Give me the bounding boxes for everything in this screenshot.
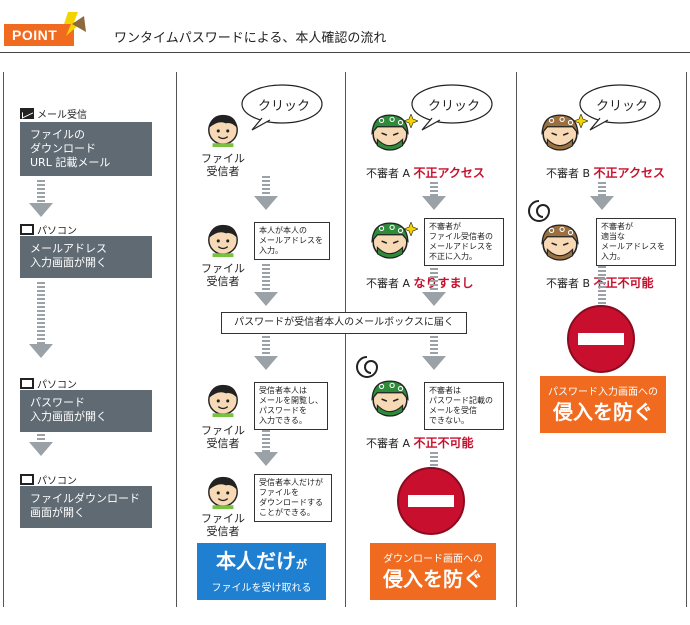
suspect-b-label: 不審者 B 不正不可能 [546,276,654,290]
flow-arrow [254,196,278,210]
flow-arrow [254,292,278,306]
flow-dash [598,182,606,196]
click-label: クリック [428,99,481,114]
flow-arrow [29,442,53,456]
step-box: ファイルダウンロード 画面が開く [20,486,152,528]
explanation-note: 本人が本人の メールアドレスを 入力。 [254,222,330,260]
stop-sign-icon [397,467,465,535]
flow-dash [262,336,270,356]
step-box: メールアドレス 入力画面が開く [20,236,152,278]
result-block-subtitle: ダウンロード画面への [383,554,483,565]
computer-icon [20,473,34,485]
result-block-subtitle: パスワード入力画面への [548,387,658,398]
explanation-note: 受信者本人だけが ファイルを ダウンロードする ことができる。 [254,474,332,522]
flow-arrow [422,196,446,210]
flow-arrow [422,356,446,370]
receiver-icon [208,114,238,148]
flow-dash [37,434,45,442]
receiver-icon [208,476,238,510]
sparkle-icon [574,114,588,128]
column-divider [3,72,4,607]
device-label: パソコン [20,374,77,392]
receiver-icon [208,384,238,418]
status-unauthorized-access: 不正アクセス [593,166,665,180]
receiver-name: ファイル 受信者 [201,512,245,538]
stop-sign-icon [567,305,635,373]
flow-arrow [254,356,278,370]
confused-swirl-icon [356,356,379,378]
point-lightning-icon [64,12,86,36]
sparkle-icon [404,222,418,236]
column-divider [686,72,687,607]
suspect-a-label: 不審者 A なりすまし [366,276,474,290]
click-label: クリック [258,99,311,114]
confused-swirl-icon [528,200,551,222]
result-ok-suffix: が [296,558,307,571]
suspect-a-label: 不審者 A 不正アクセス [366,166,485,180]
password-delivery-banner: パスワードが受信者本人のメールボックスに届く [221,312,467,334]
explanation-note: 不審者が ファイル受信者の メールアドレスを 不正に入力。 [424,218,504,266]
flow-dash [262,264,270,292]
result-block-box: ダウンロード画面への 侵入を防ぐ [370,543,496,600]
result-block-title: 侵入を防ぐ [553,400,653,424]
explanation-note: 受信者本人は メールを開覧し、 パスワードを 入力できる。 [254,382,328,430]
flow-arrow [254,452,278,466]
status-unauthorized-access: 不正アクセス [413,166,485,180]
device-label: パソコン [20,470,77,488]
result-ok-box: 本人だけが ファイルを受け取れる [197,543,326,600]
sparkle-icon [404,114,418,128]
flow-dash [430,452,438,466]
flow-dash [598,266,606,304]
result-block-box: パスワード入力画面への 侵入を防ぐ [540,376,666,433]
page-title: ワンタイムパスワードによる、本人確認の流れ [114,31,387,46]
flow-dash [262,430,270,452]
flow-dash [37,180,45,204]
receiver-icon [208,224,238,258]
flow-dash [430,268,438,292]
flow-arrow [29,203,53,217]
device-label: メール受信 [20,104,87,122]
suspect-a-icon [371,380,409,417]
status-impossible: 不正不可能 [593,276,654,290]
flow-dash [262,176,270,196]
receiver-name: ファイル 受信者 [201,424,245,450]
status-impossible: 不正不可能 [413,436,474,450]
suspect-a-label: 不審者 A 不正不可能 [366,436,474,450]
suspect-b-label: 不審者 B 不正アクセス [546,166,665,180]
flow-dash [430,182,438,196]
column-divider [516,72,517,607]
point-label: POINT [4,24,74,46]
status-impersonation: なりすまし [413,276,474,290]
result-ok-title: 本人だけ [216,549,296,573]
explanation-note: 不審者が 適当な メールアドレスを 入力。 [596,218,676,266]
flow-dash [37,282,45,344]
flow-arrow [590,196,614,210]
suspect-b-icon [541,224,579,261]
flow-arrow [422,292,446,306]
mail-icon [20,107,34,119]
flow-arrow [29,344,53,358]
receiver-name: ファイル 受信者 [201,262,245,288]
result-block-title: 侵入を防ぐ [383,567,483,591]
result-ok-subtitle: ファイルを受け取れる [211,583,312,594]
explanation-note: 不審者は パスワード記載の メールを受信 できない。 [424,382,504,430]
flow-dash [430,336,438,356]
header-divider [0,52,690,53]
step-box: パスワード 入力画面が開く [20,390,152,432]
column-divider [176,72,177,607]
step-box: ファイルの ダウンロード URL 記載メール [20,122,152,176]
device-label: パソコン [20,220,77,238]
click-label: クリック [596,99,649,114]
column-divider [345,72,346,607]
computer-icon [20,223,34,235]
receiver-name: ファイル 受信者 [201,152,245,178]
computer-icon [20,377,34,389]
